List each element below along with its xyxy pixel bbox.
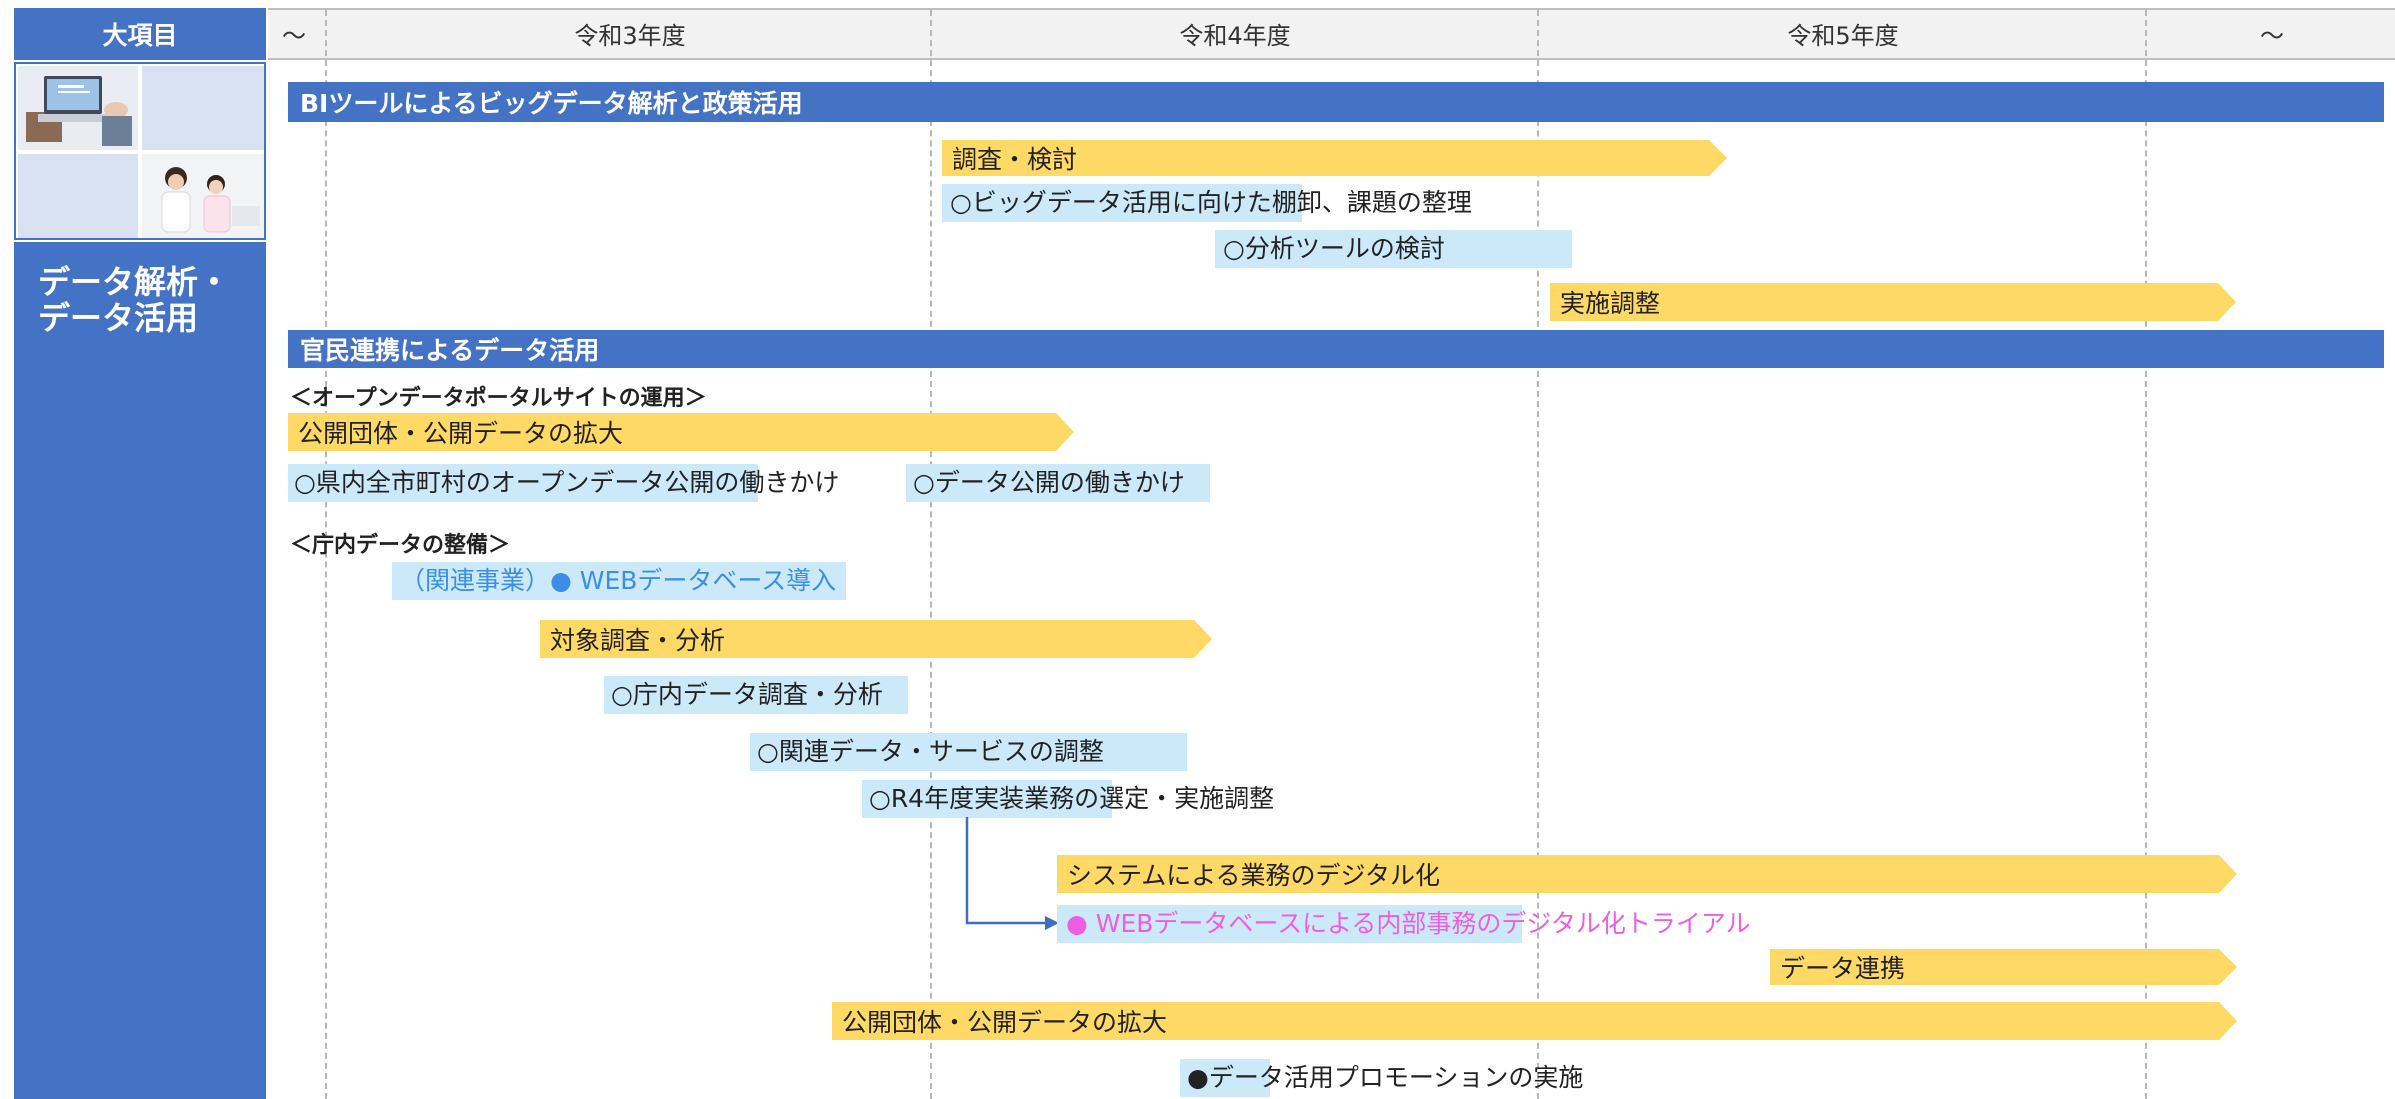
connector-arrow — [965, 817, 1059, 930]
task-arrow-target-survey: 対象調査・分析 — [540, 620, 1212, 658]
task-box-data-publish — [906, 464, 1210, 502]
task-box-promotion — [1180, 1059, 1270, 1097]
task-arrow-expand-1: 公開団体・公開データの拡大 — [288, 413, 1074, 451]
task-box-bigdata — [942, 184, 1302, 222]
section-band-bi-tools: BIツールによるビッグデータ解析と政策活用 — [288, 82, 2384, 122]
task-arrow-expand-2: 公開団体・公開データの拡大 — [832, 1002, 2237, 1040]
task-arrow-implementation: 実施調整 — [1550, 283, 2236, 321]
task-box-related-services — [750, 733, 1187, 771]
gridline-r4-start — [930, 10, 932, 1099]
year-label-r4: 令和4年度 — [1179, 22, 1291, 50]
task-box-trial — [1057, 905, 1522, 943]
end-mark: 〜 — [2260, 22, 2284, 50]
gridline-r5-start — [1537, 10, 1539, 1099]
photo-laptop — [18, 66, 138, 150]
task-text-related: （関連事業）● WEBデータベース導入 — [400, 566, 837, 595]
start-mark: 〜 — [282, 22, 306, 50]
task-text-trial: ● WEBデータベースによる内部事務のデジタル化トライアル — [1066, 909, 1751, 938]
section-band-public-private: 官民連携によるデータ活用 — [288, 330, 2384, 368]
year-label-r5: 令和5年度 — [1787, 22, 1899, 50]
task-text-analysis-tool: ○分析ツールの検討 — [1223, 234, 1445, 263]
task-text-data-publish: ○データ公開の働きかけ — [913, 468, 1185, 497]
task-box-municipalities — [288, 464, 758, 502]
task-box-analysis-tool — [1215, 230, 1572, 268]
task-box-r4-selection — [862, 780, 1112, 818]
photo-panel — [14, 62, 266, 240]
year-label-r3: 令和3年度 — [574, 22, 686, 50]
task-text-promotion: ●データ活用プロモーションの実施 — [1187, 1063, 1584, 1092]
task-arrow-digitalization: システムによる業務のデジタル化 — [1057, 855, 2237, 893]
task-text-internal-survey: ○庁内データ調査・分析 — [611, 680, 883, 709]
task-text-municipalities: ○県内全市町村のオープンデータ公開の働きかけ — [294, 468, 840, 497]
photo-blank-top — [142, 66, 264, 150]
task-arrow-survey: 調査・検討 — [942, 140, 1727, 176]
gridline-r3-start — [325, 10, 327, 1099]
task-box-internal-survey — [604, 676, 908, 714]
task-box-related — [392, 562, 846, 600]
category-label: データ解析・ データ活用 — [38, 263, 231, 337]
task-text-r4-selection: ○R4年度実装業務の選定・実施調整 — [869, 784, 1275, 813]
task-text-related-services: ○関連データ・サービスの調整 — [757, 737, 1104, 766]
timeline-header — [268, 8, 2395, 60]
task-arrow-data-linkage: データ連携 — [1770, 949, 2237, 985]
column-header-major-item: 大項目 — [14, 8, 266, 60]
sidebar-category — [14, 242, 266, 1099]
photo-nurses — [142, 154, 264, 238]
subsection-heading-internal-data: ＜庁内データの整備＞ — [290, 533, 511, 558]
subsection-heading-opendata: ＜オープンデータポータルサイトの運用＞ — [290, 386, 707, 411]
task-text-bigdata: ○ビッグデータ活用に向けた棚卸、課題の整理 — [950, 188, 1472, 217]
gridline-r5-end — [2145, 10, 2147, 1099]
photo-blank-bottom — [18, 154, 138, 238]
